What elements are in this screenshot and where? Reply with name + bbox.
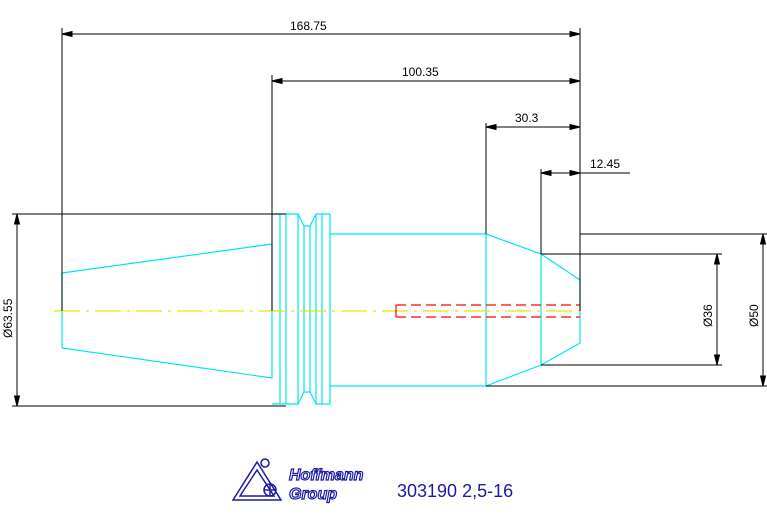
part-number: 303190 2,5-16: [397, 481, 513, 501]
hoffmann-logo: Hoffmann Group: [231, 458, 364, 504]
flange-outline: [272, 213, 299, 405]
hoffmann-logo-mark: [231, 458, 283, 501]
dim-bore-depth: 12.45: [590, 157, 620, 171]
dim-length-to-collar: 100.35: [402, 65, 439, 79]
hoffmann-logo-line2: Group: [289, 486, 337, 503]
flange-ring-outline: [316, 213, 331, 405]
dimension-lines: [12, 28, 767, 407]
v-groove-outline: [297, 213, 305, 405]
dim-bore-diameter: Ø36: [701, 304, 715, 327]
dim-nose-length: 30.3: [515, 111, 539, 125]
dim-overall-length: 168.75: [290, 19, 327, 33]
hidden-bore: [395, 304, 580, 318]
dim-nose-diameter: Ø50: [747, 304, 761, 327]
body-outline: [330, 233, 487, 387]
tool-outline: [61, 213, 581, 405]
dim-shank-diameter: Ø63.55: [1, 298, 15, 338]
nose-outline: [485, 233, 581, 387]
hoffmann-logo-line1: Hoffmann: [289, 467, 364, 484]
